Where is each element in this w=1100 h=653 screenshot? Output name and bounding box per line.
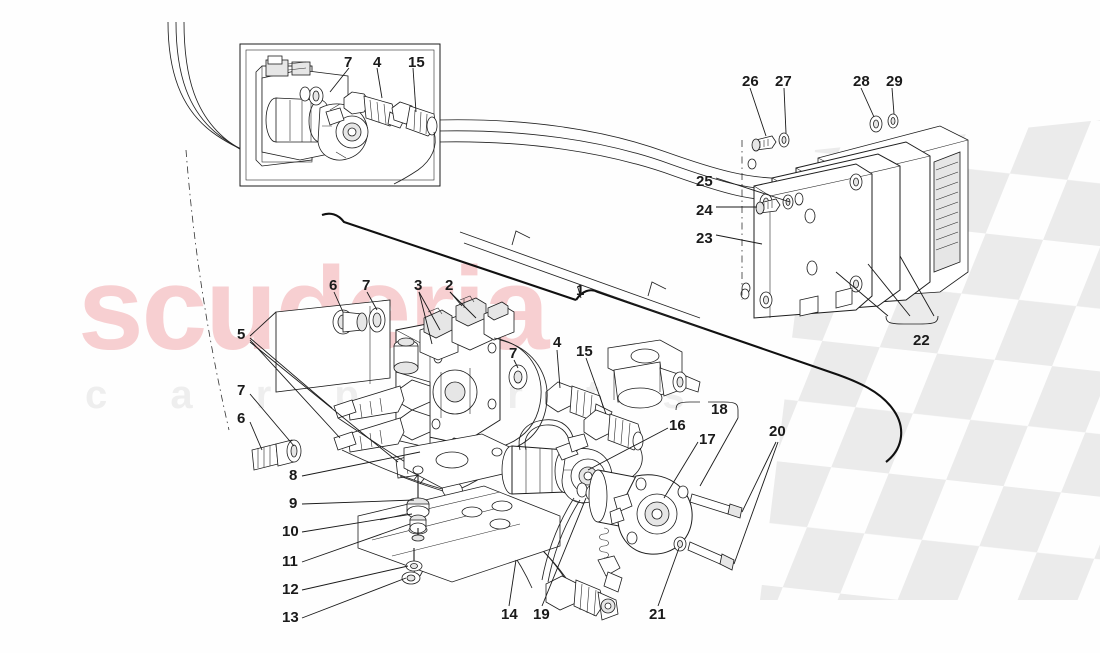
callout-23: 23 <box>696 230 713 247</box>
callout-5: 5 <box>237 326 246 343</box>
callout-7-mid: 7 <box>509 345 518 362</box>
inset-leaders <box>329 67 417 113</box>
callout-13: 13 <box>282 609 299 626</box>
callout-28: 28 <box>853 73 870 90</box>
ecu-fasteners <box>740 113 899 300</box>
main-brake-line <box>321 212 903 463</box>
callout-22: 22 <box>913 332 930 349</box>
standalone-sensors <box>545 381 644 483</box>
callout-14: 14 <box>501 606 518 623</box>
mounting-plate-assembly <box>357 433 561 585</box>
callout-4: 4 <box>553 334 562 351</box>
callout-26: 26 <box>742 73 759 90</box>
callout-6-upper: 6 <box>329 277 338 294</box>
callout-29: 29 <box>886 73 903 90</box>
callout-15: 15 <box>576 343 593 360</box>
bracket-sensor-assembly <box>607 339 701 409</box>
callout-9: 9 <box>289 495 298 512</box>
detail-inset-contents <box>255 55 438 185</box>
callout-3: 3 <box>414 277 423 294</box>
callout-1: 1 <box>576 282 585 299</box>
callout-10: 10 <box>282 523 299 540</box>
callout-inset-4: 4 <box>373 54 382 71</box>
callout-8: 8 <box>289 467 298 484</box>
callout-20: 20 <box>769 423 786 440</box>
callout-18: 18 <box>711 401 728 418</box>
callout-7-lower: 7 <box>237 382 246 399</box>
callout-2: 2 <box>445 277 454 294</box>
pump-motor-assembly <box>501 419 743 621</box>
callout-11: 11 <box>282 553 298 570</box>
callout-27: 27 <box>775 73 792 90</box>
ecu-module-stack <box>753 125 969 319</box>
callout-16: 16 <box>669 417 686 434</box>
callout-12: 12 <box>282 581 299 598</box>
callout-21: 21 <box>649 606 666 623</box>
callout-25: 25 <box>696 173 713 190</box>
callout-24: 24 <box>696 202 713 219</box>
callout-leaders <box>249 287 779 619</box>
callout-17: 17 <box>699 431 716 448</box>
ecu-leaders <box>715 87 939 325</box>
callout-6-lower: 6 <box>237 410 246 427</box>
callout-inset-7: 7 <box>344 54 353 71</box>
callout-7-upper: 7 <box>362 277 371 294</box>
callout-19: 19 <box>533 606 550 623</box>
callout-inset-15: 15 <box>408 54 425 71</box>
